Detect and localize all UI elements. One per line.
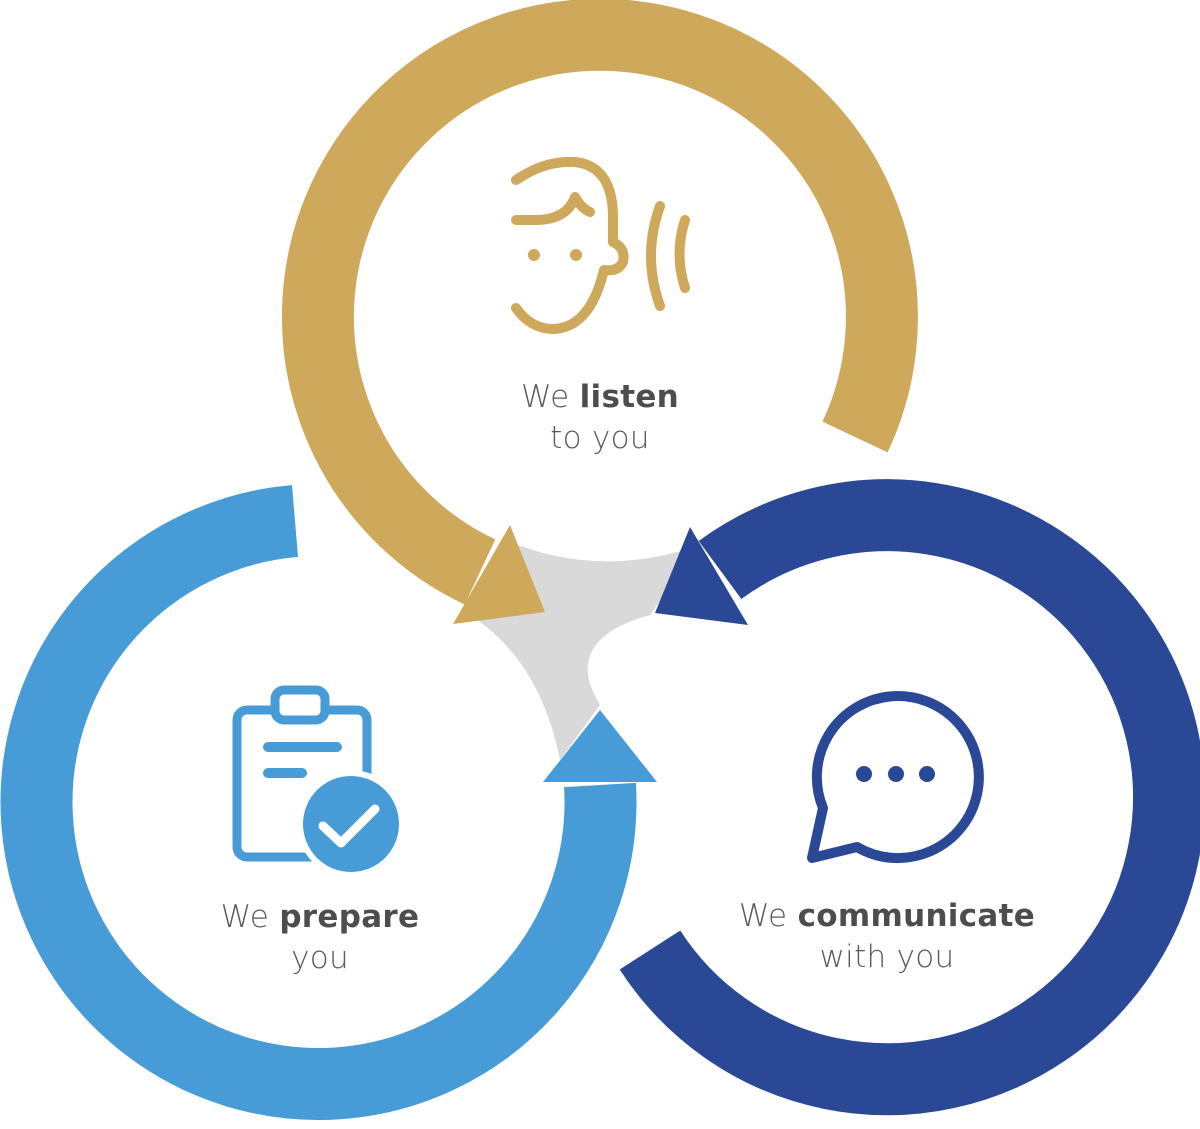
- prepare-emphasis: prepare: [279, 899, 420, 935]
- listen-label: We listen to you: [390, 377, 810, 459]
- gold-cycle-arc: [281, 0, 918, 605]
- listening-face-icon: [511, 156, 690, 334]
- communicate-prefix: We: [738, 898, 788, 934]
- chat-bubble-icon: [807, 691, 984, 864]
- listen-emphasis: listen: [579, 379, 680, 415]
- prepare-suffix: you: [291, 940, 349, 976]
- light-blue-cycle-arrowhead: [543, 710, 657, 782]
- clipboard-check-icon: [232, 685, 405, 878]
- communicate-label: We communicate with you: [677, 896, 1097, 978]
- dark-blue-cycle-arrowhead: [655, 527, 748, 625]
- listen-prefix: We: [520, 379, 570, 415]
- dark-blue-cycle-arc: [619, 479, 1200, 1116]
- light-blue-cycle-arc: [0, 485, 637, 1121]
- gold-cycle-arrowhead: [453, 525, 545, 624]
- prepare-label: We prepare you: [110, 897, 530, 979]
- communicate-emphasis: communicate: [797, 898, 1036, 934]
- listen-suffix: to you: [550, 420, 650, 456]
- prepare-prefix: We: [220, 899, 270, 935]
- communicate-suffix: with you: [819, 939, 955, 975]
